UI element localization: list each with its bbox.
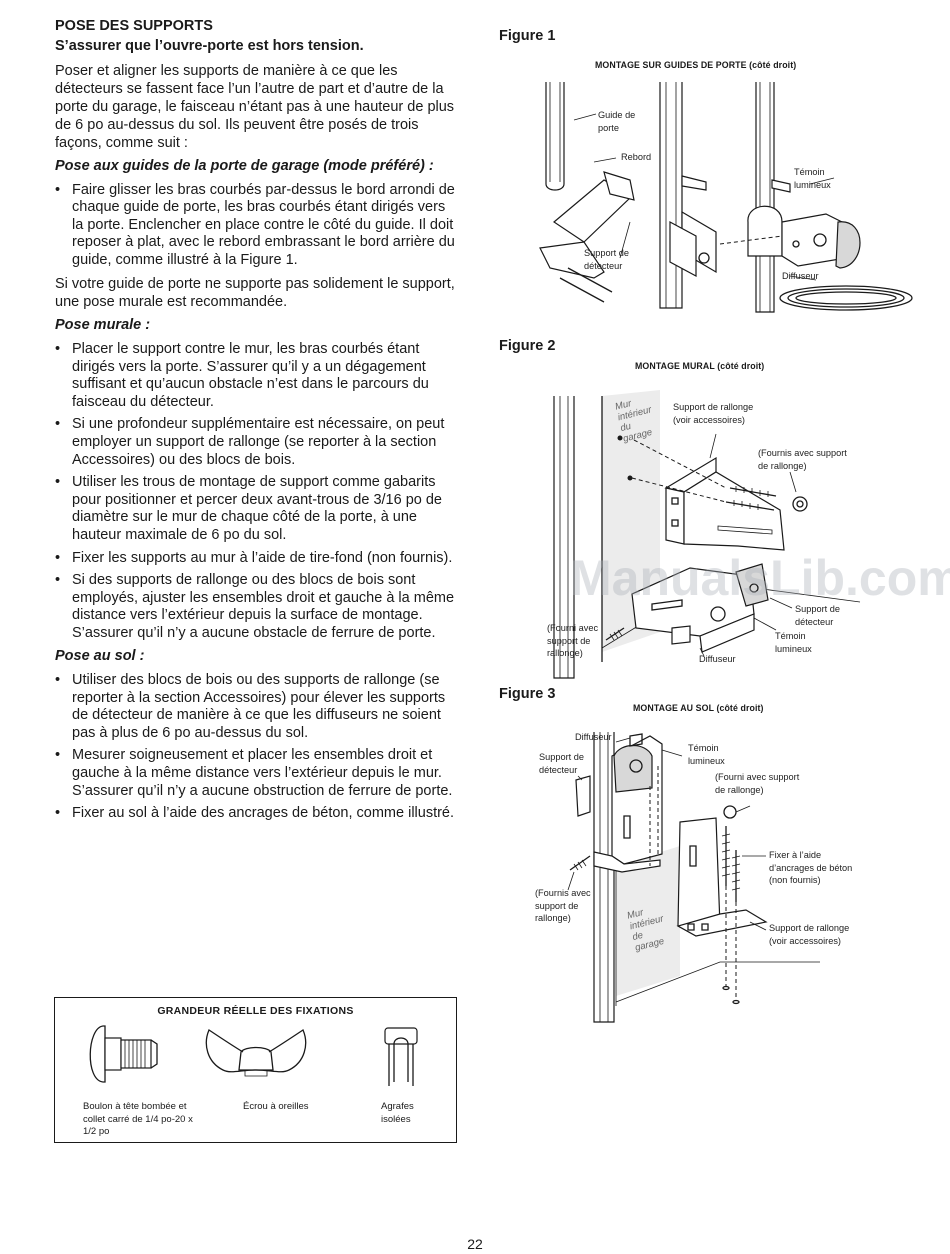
callout-indicator-light-2: Témoin lumineux (775, 631, 812, 654)
intro-paragraph: Poser et aligner les supports de manière… (55, 63, 455, 151)
wing-nut-icon (205, 1029, 307, 1077)
callout-diffuser-3: Diffuseur (575, 732, 612, 742)
callout-concrete-anchors: Fixer à l’aide d’ancrages de béton (non … (769, 850, 853, 885)
wall-list: Placer le support contre le mur, les bra… (55, 341, 460, 643)
list-item: Faire glisser les bras courbés par-dessu… (55, 182, 460, 270)
figure-1-illustration (539, 82, 913, 313)
callout-flange: Rebord (621, 152, 652, 162)
instructions-column: POSE DES SUPPORTS S’assurer que l’ouvre-… (55, 16, 460, 829)
figure-3-illustration (567, 732, 820, 1023)
callout-supplied-screw: (Fourni avec support de rallonge) (547, 623, 599, 658)
figure-3-label: Figure 3 (499, 686, 556, 702)
callout-diffuser-2: Diffuseur (699, 654, 736, 664)
callout-extension-bracket: Support de rallonge (voir accessoires) (673, 402, 754, 425)
callout-indicator-light-3: Témoin lumineux (688, 743, 725, 766)
figure-2-caption: MONTAGE MURAL (côté droit) (635, 361, 765, 371)
list-item: Placer le support contre le mur, les bra… (55, 341, 460, 411)
floor-heading: Pose au sol : (55, 648, 145, 665)
carriage-bolt-icon (89, 1025, 158, 1083)
list-item: Utiliser des blocs de bois ou des suppor… (55, 672, 460, 742)
callout-sensor-bracket-3: Support de détecteur (539, 752, 584, 775)
list-item: Fixer au sol à l’aide des ancrages de bé… (55, 805, 460, 823)
callout-sensor-bracket-2: Support de détecteur (795, 604, 840, 627)
callout-supplied-fasteners: (Fournis avec support de rallonge) (758, 448, 847, 471)
staple-label: Agrafes isolées (381, 1101, 414, 1125)
door-track-heading: Pose aux guides de la porte de garage (m… (55, 158, 434, 174)
bolt-label: Boulon à tête bombée et collet carré de … (83, 1101, 193, 1137)
power-warning: S’assurer que l’ouvre-porte est hors ten… (55, 38, 364, 54)
callout-indicator-light: Témoin lumineux (794, 167, 831, 190)
section-title: POSE DES SUPPORTS (55, 18, 213, 34)
callout-diffuser: Diffuseur (782, 271, 819, 281)
list-item: Utiliser les trous de montage de support… (55, 474, 460, 544)
figure-3-caption: MONTAGE AU SOL (côté droit) (633, 703, 764, 713)
list-item: Si des supports de rallonge ou des blocs… (55, 572, 460, 642)
figure-2-illustration (553, 390, 861, 679)
figure-1-caption: MONTAGE SUR GUIDES DE PORTE (côté droit) (595, 60, 797, 70)
callout-sensor-bracket: Support de détecteur (584, 248, 629, 271)
fasteners-box: GRANDEUR RÉELLE DES FIXATIONS Boulon à t… (54, 997, 457, 1143)
callout-door-track: Guide de porte (598, 110, 636, 133)
list-item: Mesurer soigneusement et placer les ense… (55, 747, 460, 800)
insulated-staple-icon (384, 1027, 418, 1086)
callout-supplied-screw-3: (Fournis avec support de rallonge) (535, 888, 591, 923)
floor-list: Utiliser des blocs de bois ou des suppor… (55, 672, 460, 823)
callout-supplied-nut: (Fourni avec support de rallonge) (715, 772, 800, 795)
list-item: Fixer les supports au mur à l’aide de ti… (55, 550, 460, 568)
figure-1-label: Figure 1 (499, 28, 556, 44)
door-track-note: Si votre guide de porte ne supporte pas … (55, 276, 455, 311)
page-number: 22 (467, 1236, 483, 1252)
figure-2-label: Figure 2 (499, 338, 556, 354)
door-track-list: Faire glisser les bras courbés par-dessu… (55, 182, 460, 270)
wing-nut-label: Écrou à oreilles (243, 1101, 309, 1112)
callout-extension-bracket-3: Support de rallonge (voir accessoires) (769, 923, 850, 946)
list-item: Si une profondeur supplémentaire est néc… (55, 416, 460, 469)
fasteners-title: GRANDEUR RÉELLE DES FIXATIONS (157, 1005, 354, 1017)
wall-heading: Pose murale : (55, 317, 151, 334)
